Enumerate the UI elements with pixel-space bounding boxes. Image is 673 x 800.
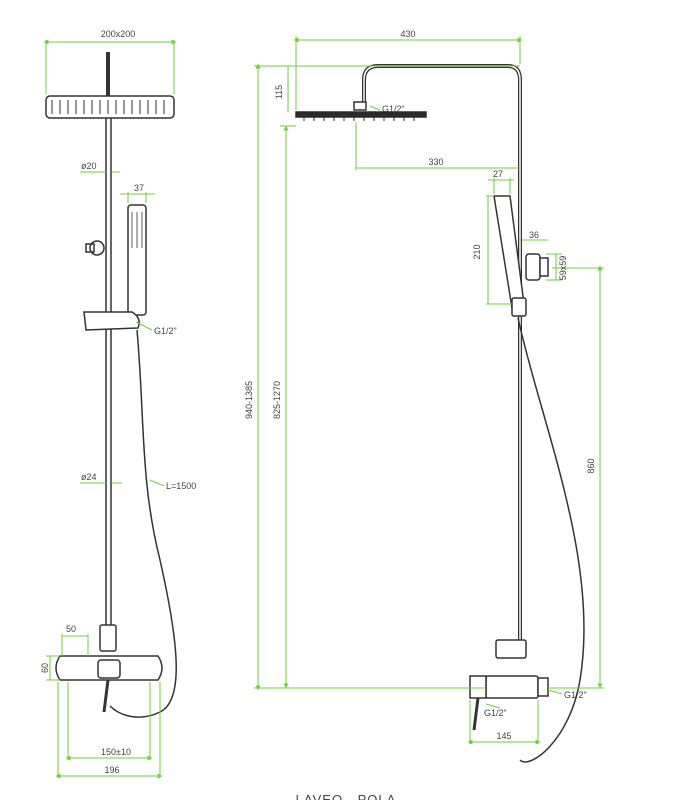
front-dimensions — [43, 39, 177, 779]
side-mixer-plate — [537, 677, 549, 697]
side-wall-plate — [539, 257, 549, 277]
side-mixer-body — [485, 675, 539, 699]
dim-head-thread: G1/2" — [382, 104, 405, 114]
side-wall-bracket — [525, 253, 541, 281]
side-shower-nozzles — [303, 117, 415, 121]
front-mixer-lever — [102, 679, 110, 713]
dim-mixer-height: 60 — [40, 663, 50, 673]
dim-hose-length: L=1500 — [166, 481, 196, 491]
side-hand-shower-grip — [511, 297, 527, 317]
dim-mixer-width: 196 — [104, 765, 119, 775]
front-slider-bracket — [83, 311, 140, 331]
dim-outlet-thread-left: G1/2" — [484, 708, 507, 718]
dim-bracket-thread: G1/2" — [154, 326, 177, 336]
front-hand-shower — [127, 204, 147, 316]
dim-mixer-spacing: 150±10 — [101, 747, 131, 757]
dim-mixer-to-bracket: 860 — [586, 458, 596, 473]
dim-bracket-size: 59x59 — [558, 256, 568, 281]
front-diverter-handle — [85, 243, 95, 253]
side-arm-outline — [362, 64, 522, 640]
front-dimension-labels: 200x200 ø20 37 G1/2" ø24 L=1500 50 60 15… — [40, 29, 196, 775]
side-valve — [495, 639, 527, 659]
dim-hand-shower-depth: 27 — [493, 169, 503, 179]
side-view — [295, 64, 585, 763]
dim-arm-reach: 430 — [400, 29, 415, 39]
side-mixer-lever — [472, 697, 480, 731]
dim-mixer-depth: 145 — [496, 731, 511, 741]
model-name: LAVEO - POLA — [296, 792, 397, 800]
front-shower-nozzles — [51, 100, 165, 114]
dim-mixer-offset: 50 — [66, 624, 76, 634]
side-hose — [517, 317, 585, 763]
dim-head-size: 200x200 — [101, 29, 136, 39]
front-view — [45, 52, 177, 718]
dim-head-height: 115 — [274, 85, 284, 99]
dim-hand-shower-width: 37 — [134, 183, 144, 193]
front-hose — [109, 329, 177, 718]
front-mixer-center — [97, 659, 121, 679]
front-shower-head — [45, 95, 175, 119]
dim-head-offset: 330 — [428, 157, 443, 167]
side-arm-inner — [363, 65, 521, 640]
side-mixer-cap — [469, 675, 487, 699]
dim-bracket-depth: 36 — [529, 230, 539, 240]
dim-outlet-thread-right: G1/2" — [564, 690, 587, 700]
side-dimensions — [254, 36, 604, 745]
dim-total-height: 940-1385 — [244, 381, 254, 419]
dim-rail-height: 825-1270 — [272, 381, 282, 419]
side-shower-head — [295, 111, 427, 118]
side-dimension-labels: 430 115 G1/2" 330 27 210 36 59x59 940-13… — [244, 29, 596, 741]
front-hand-shower-nozzles — [131, 212, 143, 248]
dim-hand-shower-length: 210 — [472, 244, 482, 259]
dim-pipe-top-diameter: ø20 — [81, 161, 97, 171]
front-valve — [99, 624, 117, 652]
dim-pipe-bottom-diameter: ø24 — [81, 472, 97, 482]
front-diverter-knob — [89, 240, 105, 256]
side-head-connector — [353, 101, 367, 111]
